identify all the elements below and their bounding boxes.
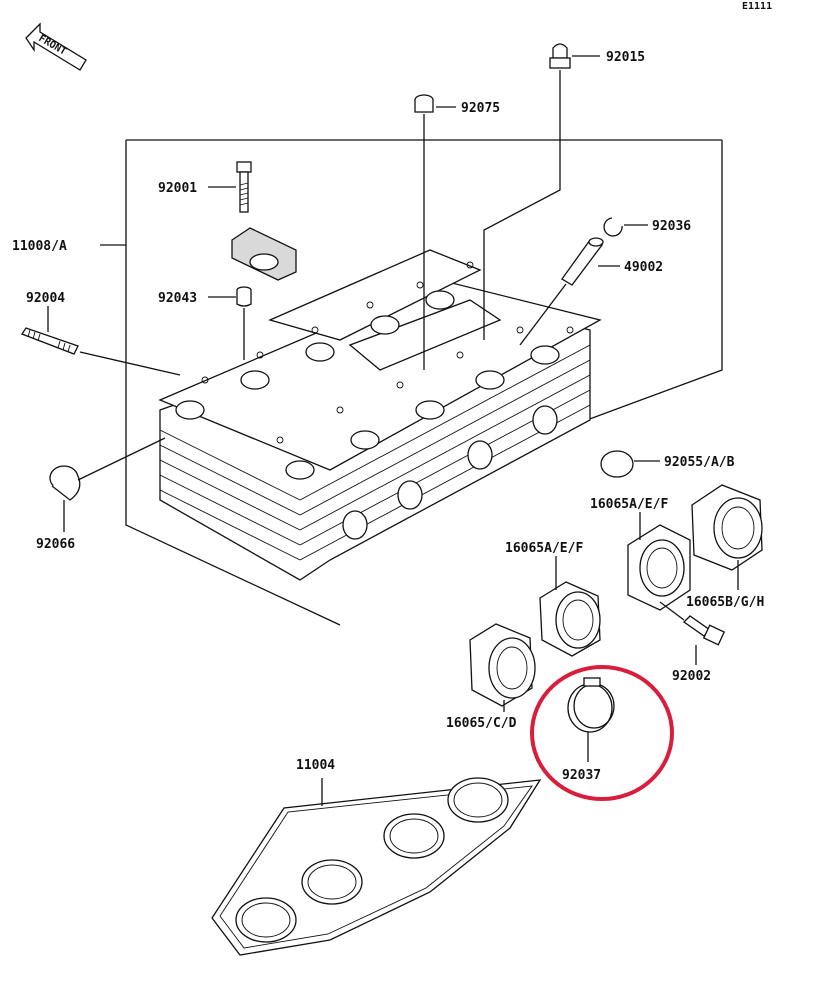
label-92055: 92055/A/B: [664, 455, 735, 470]
diagram-code: E1111: [742, 1, 772, 12]
label-92002: 92002: [672, 669, 711, 684]
part-92015-cap-nut[interactable]: [483, 43, 600, 340]
label-92075: 92075: [461, 101, 500, 116]
part-49002-rod[interactable]: [519, 237, 620, 346]
label-16065aef-left: 16065A/E/F: [505, 541, 583, 556]
label-92037: 92037: [562, 768, 601, 783]
label-92001: 92001: [158, 181, 197, 196]
part-92036-circlip[interactable]: [603, 217, 648, 237]
part-92075-plug[interactable]: [414, 94, 456, 370]
label-16065bgh: 16065B/G/H: [686, 595, 764, 610]
part-92001-bolt[interactable]: [208, 161, 252, 213]
label-16065aef-right: 16065A/E/F: [590, 497, 668, 512]
part-92066-plug[interactable]: [49, 437, 166, 532]
intake-holder-left[interactable]: [469, 623, 536, 712]
label-92036: 92036: [652, 219, 691, 234]
label-92043: 92043: [158, 291, 197, 306]
intake-holder-right-a[interactable]: [627, 512, 691, 611]
part-92004-stud[interactable]: [21, 306, 181, 376]
label-92066: 92066: [36, 537, 75, 552]
front-arrow-icon: FRONT: [25, 22, 87, 71]
part-92055-o-ring[interactable]: [600, 450, 660, 478]
label-11008: 11008/A: [12, 239, 67, 254]
intake-holder-right-b[interactable]: [691, 484, 763, 590]
highlight-circle: [530, 665, 674, 801]
label-92015: 92015: [606, 50, 645, 65]
part-92043-dowel[interactable]: [208, 286, 252, 360]
part-92037-clamp[interactable]: [567, 677, 615, 762]
label-11004: 11004: [296, 758, 335, 773]
part-11004-head-gasket[interactable]: [211, 777, 542, 956]
label-16065cd: 16065/C/D: [446, 716, 517, 731]
intake-holder-middle[interactable]: [539, 556, 601, 657]
part-92002-bolt[interactable]: [659, 601, 726, 665]
label-49002: 49002: [624, 260, 663, 275]
camshaft-cap[interactable]: [231, 227, 297, 281]
cylinder-head: [158, 249, 602, 581]
label-92004: 92004: [26, 291, 65, 306]
